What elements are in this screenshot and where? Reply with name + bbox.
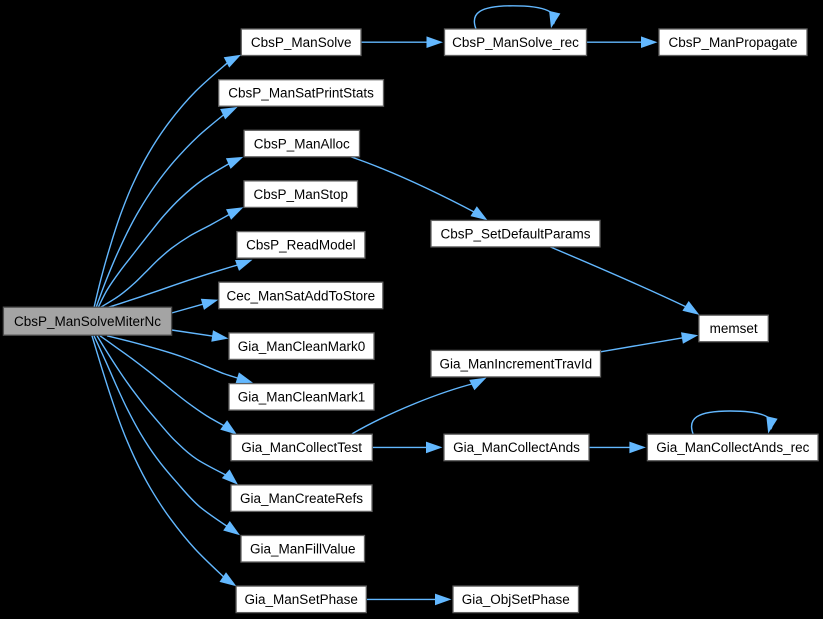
svg-text:memset: memset	[710, 321, 758, 336]
svg-text:Gia_ManCollectAnds: Gia_ManCollectAnds	[453, 440, 580, 455]
svg-text:CbsP_ReadModel: CbsP_ReadModel	[246, 238, 356, 253]
svg-text:Cec_ManSatAddToStore: Cec_ManSatAddToStore	[227, 288, 376, 303]
svg-text:Gia_ManSetPhase: Gia_ManSetPhase	[245, 592, 358, 607]
svg-text:CbsP_ManAlloc: CbsP_ManAlloc	[254, 136, 350, 151]
svg-text:Gia_ManFillValue: Gia_ManFillValue	[250, 542, 356, 557]
svg-text:Gia_ManCleanMark0: Gia_ManCleanMark0	[238, 339, 366, 354]
svg-text:CbsP_SetDefaultParams: CbsP_SetDefaultParams	[440, 227, 590, 242]
svg-text:Gia_ManIncrementTravId: Gia_ManIncrementTravId	[440, 356, 593, 371]
svg-text:CbsP_ManStop: CbsP_ManStop	[254, 187, 349, 202]
svg-text:CbsP_ManSolveMiterNc: CbsP_ManSolveMiterNc	[14, 314, 161, 329]
svg-text:Gia_ManCollectTest: Gia_ManCollectTest	[241, 440, 362, 455]
svg-text:CbsP_ManSatPrintStats: CbsP_ManSatPrintStats	[228, 86, 374, 101]
svg-text:Gia_ManCollectAnds_rec: Gia_ManCollectAnds_rec	[656, 440, 809, 455]
svg-text:CbsP_ManSolve: CbsP_ManSolve	[251, 35, 352, 50]
svg-text:CbsP_ManSolve_rec: CbsP_ManSolve_rec	[452, 35, 579, 50]
svg-text:Gia_ObjSetPhase: Gia_ObjSetPhase	[462, 592, 570, 607]
svg-text:Gia_ManCreateRefs: Gia_ManCreateRefs	[240, 491, 363, 506]
svg-text:Gia_ManCleanMark1: Gia_ManCleanMark1	[238, 390, 366, 405]
svg-text:CbsP_ManPropagate: CbsP_ManPropagate	[668, 35, 797, 50]
